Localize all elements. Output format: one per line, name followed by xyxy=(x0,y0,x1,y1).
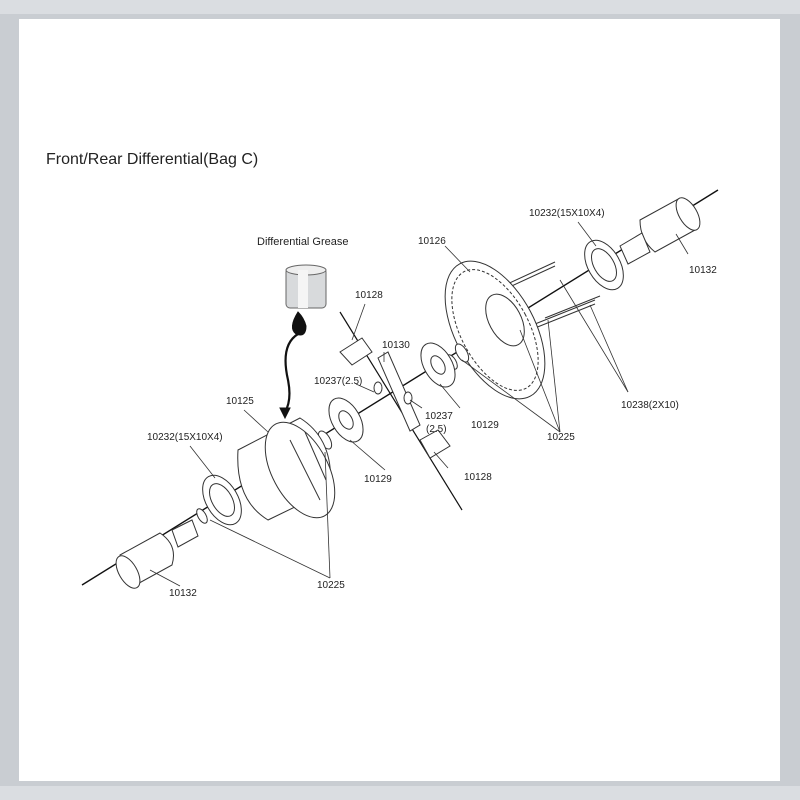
label-10238: 10238(2X10) xyxy=(621,400,679,411)
label-10125: 10125 xyxy=(226,396,254,407)
label-10237-right: 10237 xyxy=(425,411,453,422)
grease-jar-icon xyxy=(285,264,327,309)
cross-pin-10130 xyxy=(377,351,421,432)
label-10225-bottom: 10225 xyxy=(317,580,345,591)
label-10128-top: 10128 xyxy=(355,290,383,301)
exploded-view-drawing xyxy=(81,189,719,589)
washer-10237-left xyxy=(373,381,383,395)
pinion-gear-bottom xyxy=(419,429,451,459)
label-10126: 10126 xyxy=(418,236,446,247)
outdrive-cup-right xyxy=(619,197,701,265)
diff-case-10125 xyxy=(237,417,336,521)
label-10129-right: 10129 xyxy=(471,420,499,431)
grease-arrow xyxy=(284,333,299,413)
label-10237-left: 10237(2.5) xyxy=(314,376,363,387)
grease-drop-icon xyxy=(292,311,307,336)
label-10130: 10130 xyxy=(382,340,410,351)
label-10129-left: 10129 xyxy=(364,474,392,485)
label-10132-bottom: 10132 xyxy=(169,588,197,599)
label-10232-left: 10232(15X10X4) xyxy=(147,432,223,443)
label-10225-right: 10225 xyxy=(547,432,575,443)
diagram-sheet: Front/Rear Differential(Bag C) xyxy=(19,19,780,781)
label-10132-top: 10132 xyxy=(689,265,717,276)
bearing-right xyxy=(584,239,624,291)
grease-arrow-head xyxy=(279,407,291,420)
outdrive-cup-left xyxy=(115,519,199,589)
side-gear-right xyxy=(420,342,456,388)
side-gear-left xyxy=(328,397,364,443)
washer-left-b xyxy=(196,508,208,524)
washer-10237-right xyxy=(403,391,413,405)
washer-right-a xyxy=(454,343,470,363)
pinion-gear-top xyxy=(339,337,373,366)
diagram-title: Front/Rear Differential(Bag C) xyxy=(46,151,259,168)
label-10232-top: 10232(15X10X4) xyxy=(529,208,605,219)
label-10237-right-sub: (2.5) xyxy=(426,424,447,435)
label-10128-bottom: 10128 xyxy=(464,472,492,483)
bearing-left xyxy=(202,474,242,526)
label-differential-grease: Differential Grease xyxy=(257,236,349,248)
